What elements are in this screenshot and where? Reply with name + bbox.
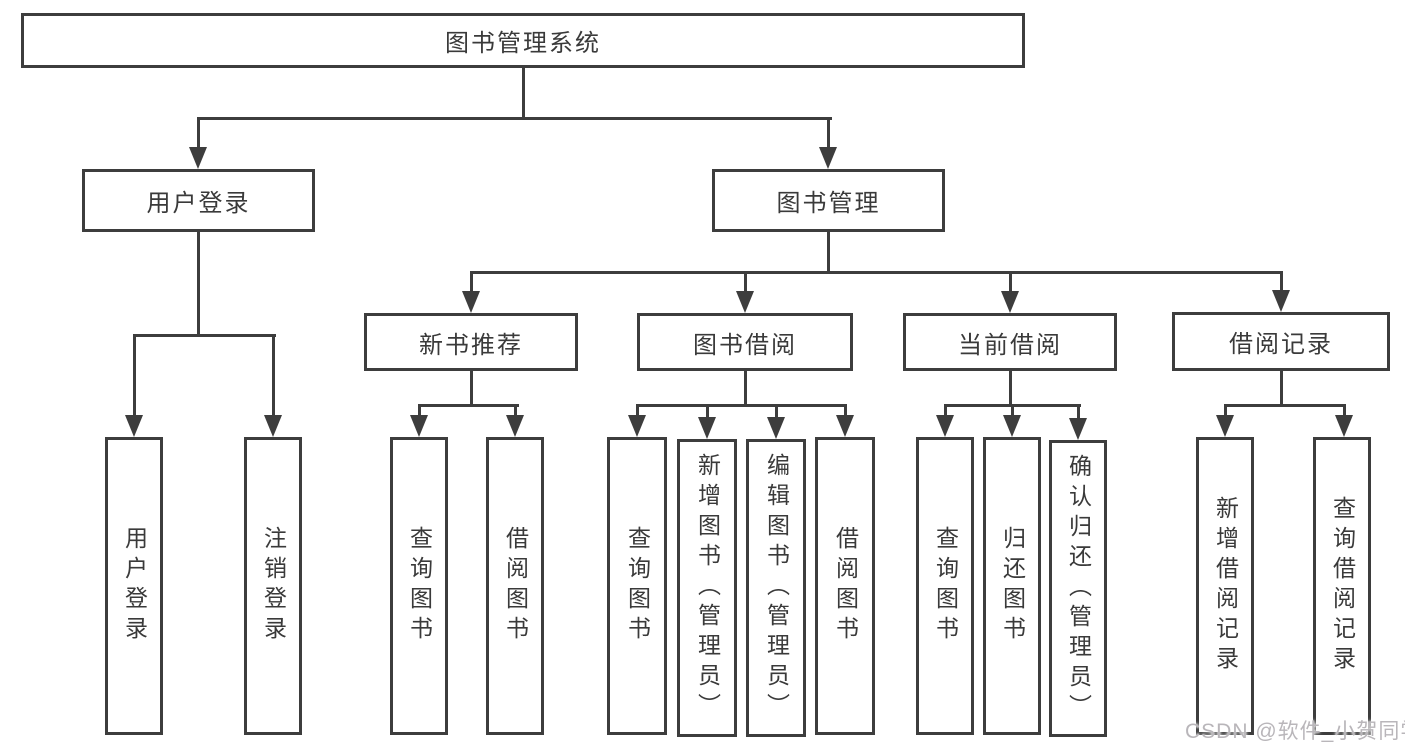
connector-line <box>826 232 830 273</box>
connector-line <box>132 333 136 419</box>
connector-line <box>469 270 1283 274</box>
connector-line <box>1279 371 1283 407</box>
node-label: 编辑图书（管理员） <box>763 453 790 723</box>
connector-line <box>635 404 639 418</box>
connector-line <box>417 404 519 407</box>
node-label: 借阅记录 <box>1229 331 1333 358</box>
csdn-watermark: CSDN @软件_小贺同学 <box>1185 720 1405 743</box>
leaf-query-borrow-record: 查询借阅记录 <box>1313 437 1371 735</box>
node-label: 新书推荐 <box>419 331 523 359</box>
connector-line <box>826 116 830 150</box>
connector-line <box>1008 270 1012 293</box>
arrow-down-icon <box>819 147 837 169</box>
node-label: 当前借阅 <box>958 331 1062 359</box>
arrow-down-icon <box>628 415 646 437</box>
connector-line <box>196 116 200 150</box>
connector-line <box>271 333 275 419</box>
node-label: 图书管理系统 <box>445 30 601 57</box>
leaf-user-login: 用户登录 <box>105 437 163 735</box>
arrow-down-icon <box>736 291 754 313</box>
arrow-down-icon <box>1003 415 1021 437</box>
arrow-down-icon <box>264 415 282 437</box>
connector-line <box>132 333 276 337</box>
leaf-logout: 注销登录 <box>244 437 302 735</box>
connector-line <box>843 404 847 418</box>
arrow-down-icon <box>836 415 854 437</box>
connector-line <box>1342 404 1346 418</box>
arrow-down-icon <box>1335 415 1353 437</box>
node-label: 借阅图书 <box>832 526 859 646</box>
connector-line <box>943 404 947 418</box>
node-current-borrowing: 当前借阅 <box>903 313 1117 371</box>
connector-line <box>1223 404 1227 418</box>
arrow-down-icon <box>506 415 524 437</box>
arrow-down-icon <box>1216 415 1234 437</box>
arrow-down-icon <box>767 417 785 439</box>
node-label: 查询借阅记录 <box>1329 496 1356 676</box>
node-label: 归还图书 <box>999 526 1026 646</box>
node-book-borrowing: 图书借阅 <box>637 313 853 371</box>
leaf-add-books-admin: 新增图书（管理员） <box>677 439 737 737</box>
leaf-return-books: 归还图书 <box>983 437 1041 735</box>
arrow-down-icon <box>1272 290 1290 312</box>
arrow-down-icon <box>936 415 954 437</box>
arrow-down-icon <box>1069 418 1087 440</box>
leaf-borrow-books-recommend: 借阅图书 <box>486 437 544 735</box>
node-label: 注销登录 <box>260 526 287 646</box>
connector-line <box>1223 404 1345 407</box>
connector-line <box>417 404 421 418</box>
connector-line <box>469 270 473 293</box>
connector-line <box>1010 404 1014 418</box>
node-label: 新增图书（管理员） <box>694 453 721 723</box>
connector-line <box>743 270 747 293</box>
node-user-login: 用户登录 <box>82 169 315 232</box>
node-label: 新增借阅记录 <box>1212 496 1239 676</box>
connector-line <box>513 404 517 418</box>
node-borrowing-records: 借阅记录 <box>1172 312 1390 371</box>
connector-line <box>196 232 200 336</box>
connector-line <box>469 371 473 407</box>
leaf-query-books-current: 查询图书 <box>916 437 974 735</box>
leaf-borrow-books-borrowing: 借阅图书 <box>815 437 875 735</box>
arrow-down-icon <box>410 415 428 437</box>
node-label: 图书借阅 <box>693 331 797 359</box>
leaf-query-books-borrowing: 查询图书 <box>607 437 667 735</box>
connector-line <box>521 68 525 119</box>
node-label: 查询图书 <box>406 526 433 646</box>
node-new-book-recommendation: 新书推荐 <box>364 313 578 371</box>
leaf-confirm-return-admin: 确认归还（管理员） <box>1049 440 1107 737</box>
connector-line <box>196 116 832 120</box>
leaf-edit-books-admin: 编辑图书（管理员） <box>746 439 806 737</box>
node-label: 确认归还（管理员） <box>1065 453 1092 724</box>
arrow-down-icon <box>189 147 207 169</box>
arrow-down-icon <box>125 415 143 437</box>
leaf-query-books-recommend: 查询图书 <box>390 437 448 735</box>
arrow-down-icon <box>462 291 480 313</box>
arrow-down-icon <box>698 417 716 439</box>
node-label: 图书管理 <box>776 190 881 217</box>
connector-line <box>1279 270 1283 293</box>
connector-line <box>1076 404 1080 418</box>
node-label: 借阅图书 <box>502 526 529 646</box>
connector-line <box>635 404 847 407</box>
connector-line <box>743 371 747 407</box>
node-library-management-system: 图书管理系统 <box>21 13 1025 68</box>
connector-line <box>705 404 709 418</box>
leaf-add-borrow-record: 新增借阅记录 <box>1196 437 1254 735</box>
node-label: 查询图书 <box>932 526 959 646</box>
node-label: 查询图书 <box>624 526 651 646</box>
connector-line <box>774 404 778 418</box>
arrow-down-icon <box>1001 291 1019 313</box>
node-label: 用户登录 <box>146 190 251 217</box>
node-label: 用户登录 <box>121 526 148 646</box>
node-book-management: 图书管理 <box>712 169 945 232</box>
connector-line <box>1008 371 1012 407</box>
